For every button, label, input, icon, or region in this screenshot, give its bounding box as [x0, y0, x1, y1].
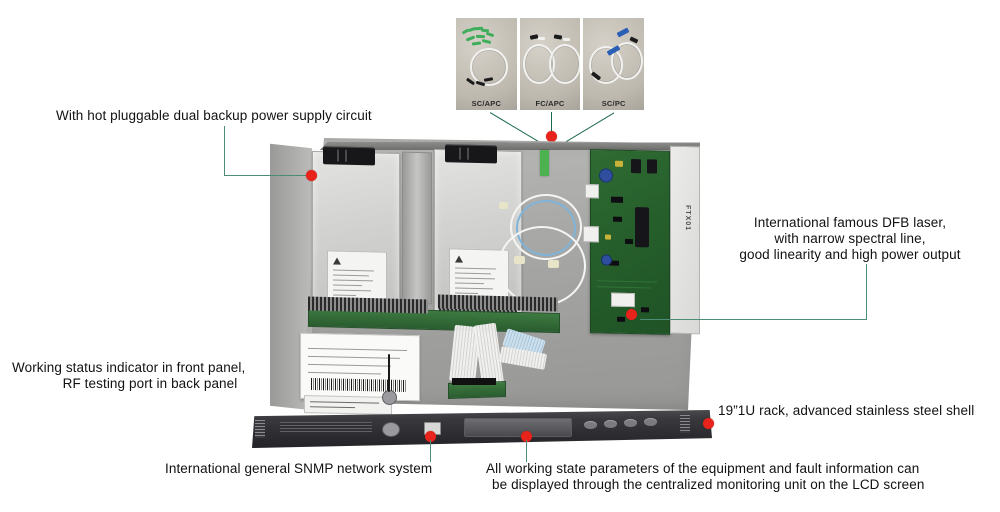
front-button[interactable]: [624, 419, 637, 427]
laser-diode-package: [611, 292, 635, 308]
capacitor: [605, 234, 611, 240]
ic-chip: [631, 159, 641, 174]
capacitor: [615, 160, 623, 167]
connector-photo-sc-apc: SC/APC: [456, 18, 517, 110]
callout-dfb-laser-line3: good linearity and high power output: [739, 247, 961, 262]
callout-dfb-laser-line2: with narrow spectral line,: [774, 231, 926, 246]
front-vent-grille: [280, 422, 372, 434]
chassis-rear-edge: [319, 142, 700, 150]
coax-cable: [388, 354, 390, 392]
smd-component: [613, 216, 622, 222]
fiber-ring: [548, 44, 581, 84]
smd-component: [611, 196, 623, 203]
connector-photo-fc-apc: FC/APC: [519, 18, 581, 110]
lcd-screen: [464, 418, 572, 437]
marker-dot-snmp: [425, 431, 436, 442]
rf-shield-can: [635, 207, 649, 248]
fiber-ring: [611, 42, 644, 80]
callout-rack-text: 19”1U rack, advanced stainless steel she…: [718, 403, 975, 418]
edge-connector: [452, 378, 496, 385]
callout-lcd-monitoring-line2: be displayed through the centralized mon…: [492, 477, 925, 492]
connector-photo-sc-pc: SC/PC: [583, 18, 645, 110]
board-connector: [585, 184, 599, 199]
front-bnc-port: [382, 422, 400, 437]
callout-dfb-laser-line1: International famous DFB laser,: [753, 215, 947, 230]
callout-snmp-text: International general SNMP network syste…: [165, 461, 433, 476]
marker-dot-dfb-laser: [626, 309, 637, 320]
connector-label-sc-pc: SC/PC: [601, 99, 626, 108]
callout-status-indicator-line1: Working status indicator in front panel,: [12, 360, 246, 375]
smd-component: [641, 307, 649, 313]
connector-label-fc-apc: FC/APC: [535, 99, 565, 108]
connector-ferrule: [562, 38, 570, 41]
electrolytic-capacitor: [599, 168, 613, 183]
smd-component: [617, 316, 625, 322]
connector-ferrule: [537, 37, 545, 40]
callout-lcd-monitoring-line1: All working state parameters of the equi…: [486, 461, 920, 476]
connector-pin-header: [438, 294, 558, 312]
green-sc-apc-connector: [540, 150, 549, 176]
fiber-clip: [548, 260, 559, 268]
chassis-center-rail: [402, 151, 432, 305]
callout-lcd-monitoring-line-v: [526, 440, 528, 462]
pcb-trace: [597, 286, 651, 289]
power-supply-module-1: [312, 146, 400, 322]
fiber-clip: [499, 202, 508, 209]
optical-connector-photo-strip: SC/APC FC/APC SC/PC: [456, 18, 645, 110]
connector-label-sc-apc: SC/APC: [471, 99, 502, 108]
rack-mount-ear-left: [255, 420, 265, 438]
callout-snmp-line-v: [430, 440, 432, 462]
connector-tip: [475, 34, 486, 39]
ic-chip: [647, 159, 657, 174]
smd-component: [625, 238, 633, 245]
leader-line-connector-center: [551, 112, 553, 134]
pcb-trace: [597, 280, 657, 283]
callout-power-supply-text: With hot pluggable dual backup power sup…: [56, 108, 372, 123]
laser-module-housing: FTX01: [670, 145, 700, 335]
front-button[interactable]: [584, 421, 597, 429]
marker-dot-rack: [703, 418, 714, 429]
trimmer-pot: [601, 254, 612, 266]
callout-power-supply-line-v: [224, 126, 226, 176]
serial-number-label: [304, 395, 392, 415]
rear-bnc-connector: [382, 390, 397, 405]
product-barcode-label: [300, 332, 420, 402]
callout-dfb-laser-line-h: [640, 319, 867, 321]
callout-power-supply-line-h: [224, 175, 312, 177]
callout-status-indicator-line2: RF testing port in back panel: [62, 376, 238, 391]
front-button[interactable]: [604, 420, 617, 428]
marker-dot-power-supply: [306, 170, 317, 181]
fiber-coil-white: [498, 226, 586, 306]
marker-dot-optical-connector: [546, 131, 557, 142]
laser-module-tag: FTX01: [684, 204, 691, 232]
front-panel: [252, 410, 712, 448]
connector-pin-header: [308, 296, 428, 314]
callout-dfb-laser-line-v: [866, 264, 868, 320]
psu-warning-label: [327, 250, 387, 304]
board-connector: [583, 226, 599, 243]
front-button[interactable]: [644, 418, 657, 426]
marker-dot-lcd-monitoring: [521, 431, 532, 442]
rack-mount-ear-right: [680, 415, 690, 433]
fiber-clip: [514, 256, 525, 264]
psu-handle: [323, 146, 375, 166]
psu-handle: [445, 144, 497, 164]
optical-transmitter-device: FTX01: [252, 138, 712, 448]
fiber-ring: [470, 48, 508, 86]
dfb-laser-driver-pcb: [583, 149, 670, 335]
